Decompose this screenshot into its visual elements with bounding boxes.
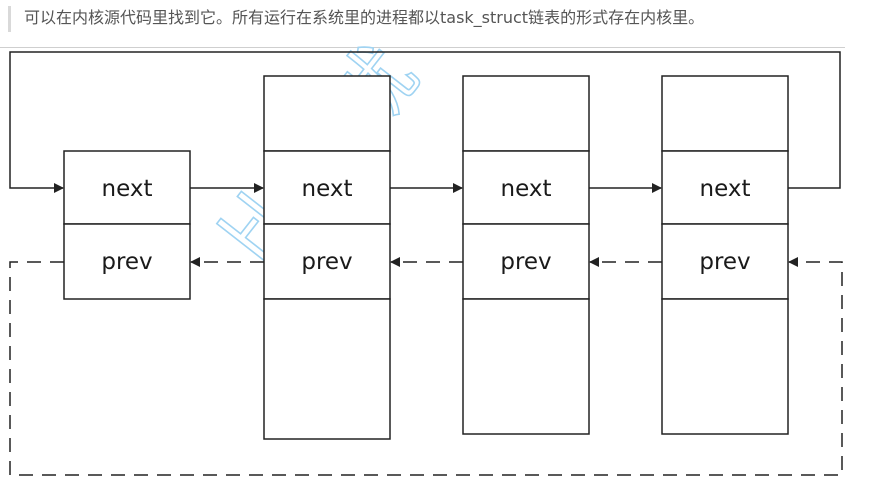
prev-wraparound-arrow	[9, 257, 843, 476]
node-4-top-cell	[661, 75, 789, 152]
node-1-next-label: next	[102, 176, 153, 202]
node-1-prev-cell	[63, 223, 191, 300]
node-3-next-cell	[462, 150, 590, 225]
node-2-bottom-cell	[263, 298, 391, 440]
node-3-next-label: next	[501, 176, 552, 202]
node-1-prev-label: prev	[101, 249, 152, 275]
node-2-top-cell	[263, 75, 391, 152]
node-3-top-cell	[462, 75, 590, 152]
blockquote-bar	[8, 6, 11, 32]
caption-text: 可以在内核源代码里找到它。所有运行在系统里的进程都以task_struct链表的…	[24, 8, 705, 27]
node-4-prev-label: prev	[699, 249, 750, 275]
node-3-bottom-cell	[462, 298, 590, 435]
divider-line	[0, 47, 845, 48]
node-2-prev-label: prev	[301, 249, 352, 275]
node-4-bottom-cell	[661, 298, 789, 435]
next-wraparound-arrow	[9, 51, 841, 193]
node-3-prev-label: prev	[500, 249, 551, 275]
node-4-next-label: next	[700, 176, 751, 202]
node-1-next-cell	[63, 150, 191, 225]
node-2-next-label: next	[302, 176, 353, 202]
